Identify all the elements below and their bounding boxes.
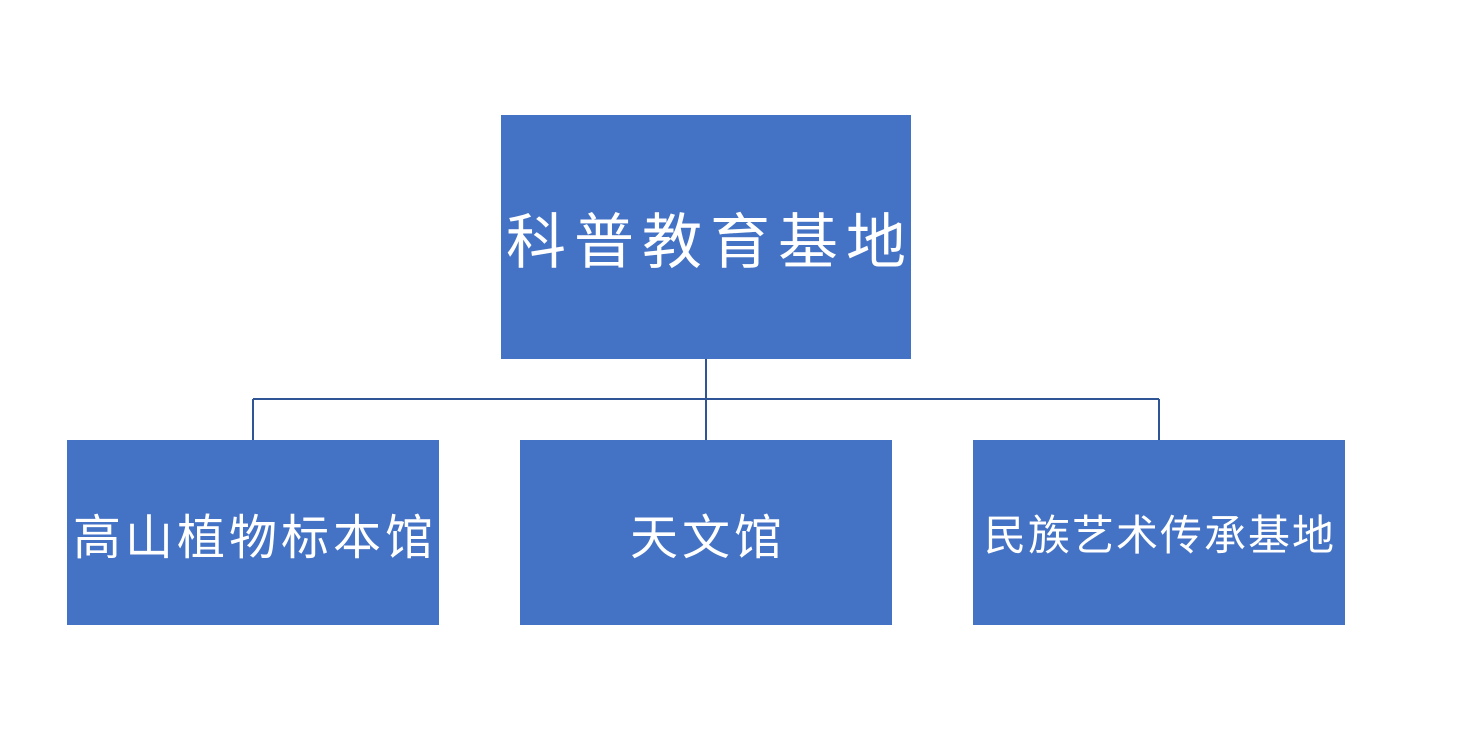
child-node-alpine-plant-museum[interactable]: 高山植物标本馆 <box>67 440 439 625</box>
child-node-label: 天文馆 <box>629 509 786 566</box>
child-node-ethnic-art-base[interactable]: 民族艺术传承基地 <box>973 440 1345 625</box>
child-node-planetarium[interactable]: 天文馆 <box>520 440 892 625</box>
root-node-label: 科普教育基地 <box>506 207 914 278</box>
child-node-label: 民族艺术传承基地 <box>983 511 1336 560</box>
child-node-label: 高山植物标本馆 <box>72 509 437 566</box>
root-node[interactable]: 科普教育基地 <box>501 115 911 359</box>
